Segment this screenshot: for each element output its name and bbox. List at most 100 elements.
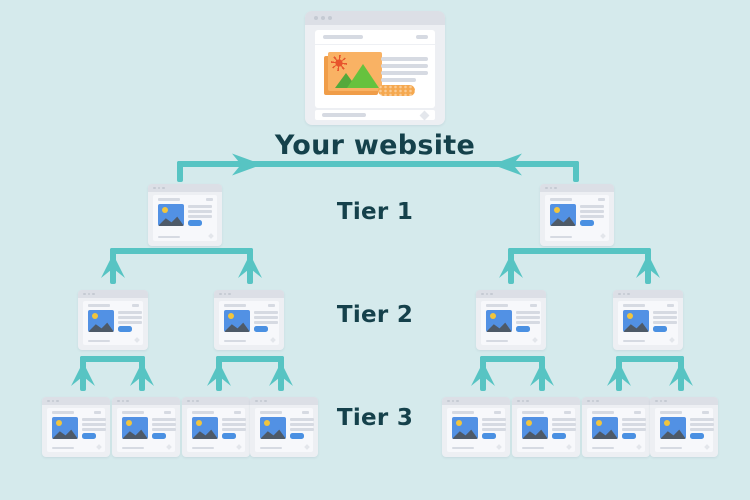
address-bar — [323, 35, 363, 39]
photo-placeholder-icon — [592, 417, 618, 439]
window-dots-icon — [121, 399, 124, 403]
tier3-label: Tier 3 — [336, 405, 414, 431]
text-line — [690, 428, 714, 431]
text-line — [482, 423, 506, 426]
menu-pill — [268, 304, 275, 307]
text-line — [653, 316, 677, 319]
window-titlebar — [250, 397, 318, 405]
tier3-site-window — [182, 397, 250, 457]
text-line — [381, 78, 416, 82]
text-line — [260, 446, 282, 449]
text-line — [222, 428, 246, 431]
window-dots-icon — [56, 399, 59, 403]
window-dots-icon — [255, 399, 258, 403]
menu-pill — [206, 198, 213, 201]
photo-placeholder-icon — [224, 310, 250, 332]
sun-icon — [126, 420, 132, 426]
photo-placeholder-icon — [550, 204, 576, 226]
mountains-icon — [88, 322, 114, 332]
text-line — [660, 446, 682, 449]
mountains-icon — [158, 216, 184, 226]
window-dots-icon — [328, 16, 332, 20]
photo-placeholder-icon — [52, 417, 78, 439]
text-line — [122, 446, 144, 449]
address-bar — [522, 411, 544, 414]
window-dots-icon — [321, 16, 325, 20]
window-footer — [315, 110, 435, 120]
address-bar — [623, 304, 645, 307]
text-line — [381, 71, 428, 75]
your-website-label: Your website — [274, 130, 476, 161]
window-dots-icon — [314, 16, 318, 20]
window-dots-icon — [521, 399, 524, 403]
window-titlebar — [78, 290, 148, 298]
cta-button — [378, 85, 415, 96]
mountains-icon — [122, 429, 148, 439]
text-line — [254, 316, 278, 319]
link-button — [188, 220, 202, 226]
window-dots-icon — [517, 399, 520, 403]
link-button — [118, 326, 132, 332]
window-dots-icon — [587, 399, 590, 403]
diamond-icon — [304, 444, 310, 450]
window-dots-icon — [83, 292, 86, 296]
window-dots-icon — [545, 186, 548, 190]
window-dots-icon — [47, 399, 50, 403]
sun-icon — [56, 420, 62, 426]
diamond-icon — [636, 444, 642, 450]
mountains-icon — [347, 64, 379, 88]
window-dots-icon — [618, 292, 621, 296]
address-bar — [452, 411, 474, 414]
text-line — [623, 339, 645, 342]
window-dots-icon — [622, 292, 625, 296]
diamond-icon — [96, 444, 102, 450]
window-dots-icon — [162, 186, 165, 190]
mountains-icon — [452, 429, 478, 439]
window-dots-icon — [259, 399, 262, 403]
text-line — [118, 311, 142, 314]
tier1-to-website-link-line — [177, 161, 579, 167]
window-titlebar — [42, 397, 110, 405]
text-line — [88, 339, 110, 342]
diamond-icon — [669, 337, 675, 343]
address-bar — [224, 304, 246, 307]
window-dots-icon — [157, 186, 160, 190]
text-line — [290, 418, 314, 421]
connector-bar — [110, 248, 253, 254]
text-line — [516, 321, 540, 324]
connector-bar — [480, 356, 545, 362]
text-line — [222, 423, 246, 426]
window-titlebar — [540, 184, 614, 192]
address-bar — [486, 304, 508, 307]
diamond-icon — [704, 444, 710, 450]
mountains-icon — [224, 322, 250, 332]
text-line — [254, 311, 278, 314]
connector-bar — [508, 248, 651, 254]
tier1-label: Tier 1 — [336, 199, 414, 225]
menu-pill — [564, 411, 571, 414]
text-line — [158, 235, 180, 238]
connector-bar — [216, 356, 284, 362]
text-line — [622, 423, 646, 426]
window-titlebar — [305, 11, 445, 25]
menu-pill — [94, 411, 101, 414]
menu-pill — [494, 411, 501, 414]
diamond-icon — [270, 337, 276, 343]
diamond-icon — [236, 444, 242, 450]
connector-bar — [616, 356, 684, 362]
text-line — [522, 446, 544, 449]
text-line — [152, 428, 176, 431]
sun-icon — [331, 55, 347, 71]
photo-placeholder-icon — [522, 417, 548, 439]
sun-icon — [526, 420, 532, 426]
link-button — [622, 433, 636, 439]
tier2-site-window — [476, 290, 546, 350]
menu-pill — [234, 411, 241, 414]
text-line — [550, 235, 572, 238]
window-dots-icon — [87, 292, 90, 296]
photo-placeholder-icon — [158, 204, 184, 226]
divider — [315, 44, 435, 45]
text-line — [486, 339, 508, 342]
window-content — [481, 301, 541, 345]
mountains-icon — [486, 322, 512, 332]
